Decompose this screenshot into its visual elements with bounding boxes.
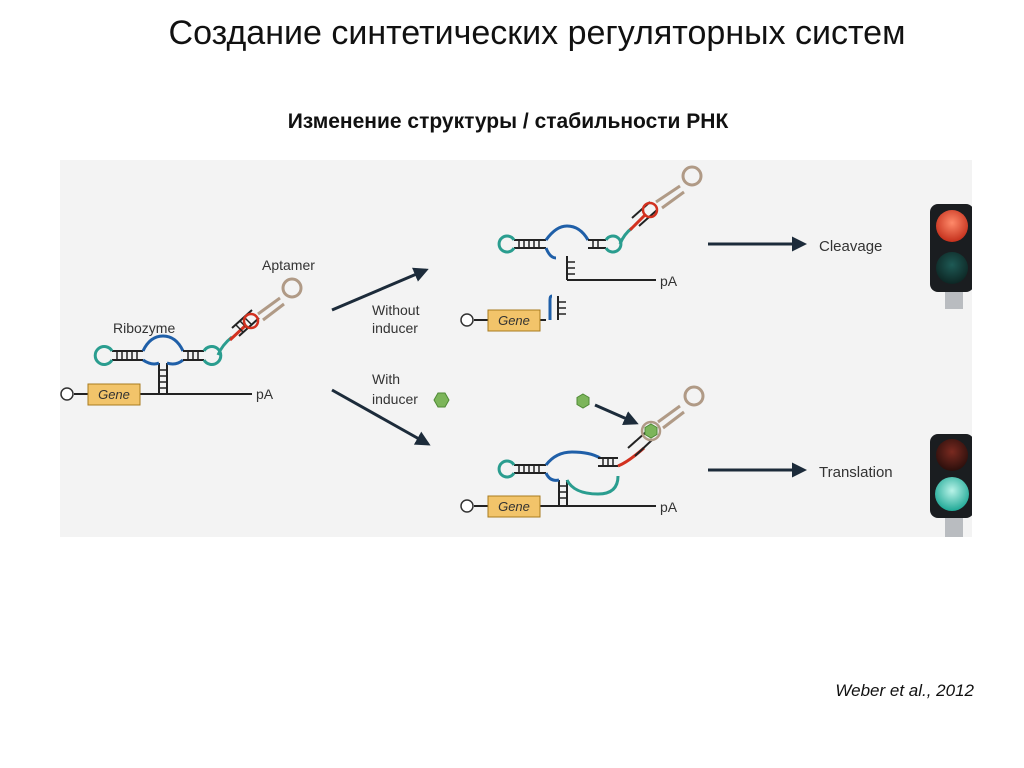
with-inducer-label: With inducer xyxy=(372,371,418,407)
bound-inducer-icon xyxy=(644,423,658,439)
traffic-light-go-icon xyxy=(930,434,974,537)
without-inducer-label: Without inducer xyxy=(372,302,423,336)
aptamer-loop xyxy=(281,277,303,299)
left-construct: Gene pA xyxy=(60,257,315,406)
cleavage-label: Cleavage xyxy=(819,238,882,255)
bottom-construct: Gene pA xyxy=(460,385,705,518)
gene-box xyxy=(87,383,141,406)
aptamer-label: Aptamer xyxy=(262,257,315,273)
diagram-panel: Gene pA xyxy=(60,160,974,537)
diagram-svg: Gene pA xyxy=(60,165,974,537)
translation-label: Translation xyxy=(819,464,893,481)
gene-label-top: Gene xyxy=(498,313,530,328)
teal-loop xyxy=(93,345,114,366)
gene-label-bottom: Gene xyxy=(498,499,530,514)
citation: Weber et al., 2012 xyxy=(835,681,974,700)
top-construct: pA Gene xyxy=(460,165,703,332)
ribozyme-label: Ribozyme xyxy=(113,320,175,336)
arrow-with-inducer xyxy=(331,388,431,446)
free-inducer-icon xyxy=(576,393,590,409)
inducer-icon xyxy=(433,392,450,408)
promoter-circle xyxy=(60,387,74,401)
inducer-binding-arrow xyxy=(594,403,639,426)
slide-title: Создание синтетических регуляторных сист… xyxy=(168,14,906,52)
arrow-without-inducer xyxy=(331,267,429,312)
gene-label: Gene xyxy=(98,387,130,402)
pa-label-top: pA xyxy=(660,273,678,289)
pa-label-bottom: pA xyxy=(660,499,678,515)
traffic-light-stop-icon xyxy=(930,204,974,309)
pa-label: pA xyxy=(256,386,274,402)
slide-subtitle: Изменение структуры / стабильности РНК xyxy=(287,110,729,133)
